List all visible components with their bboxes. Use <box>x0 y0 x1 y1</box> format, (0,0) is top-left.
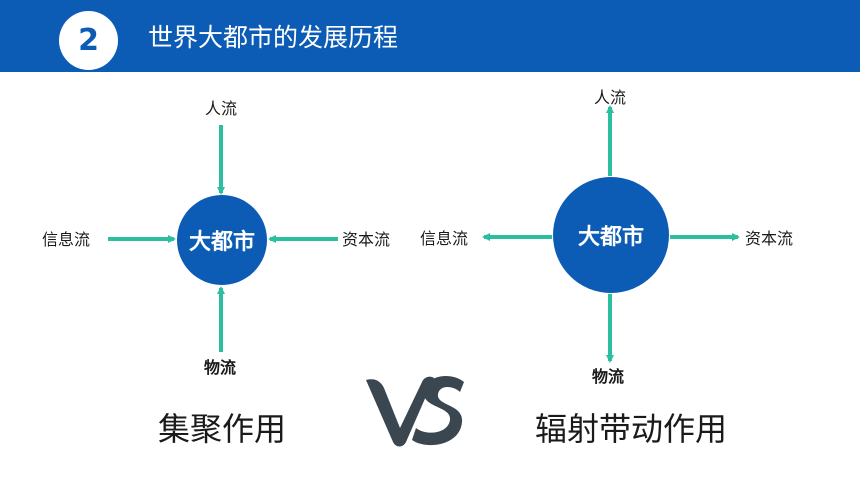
hub-right: 大都市 <box>553 177 669 293</box>
label-right-people-flow: 人流 <box>594 88 627 107</box>
section-number-badge: 2 <box>59 11 118 70</box>
page-title: 世界大都市的发展历程 <box>148 23 399 52</box>
caption-left: 集聚作用 <box>158 410 287 448</box>
label-right-capital-flow: 资本流 <box>745 229 794 248</box>
header-bar: 2 世界大都市的发展历程 <box>0 0 860 72</box>
vs-logo <box>366 376 464 447</box>
caption-right: 辐射带动作用 <box>535 410 728 448</box>
label-right-logistics-flow: 物流 <box>592 367 625 386</box>
label-right-info-flow: 信息流 <box>420 229 469 248</box>
label-left-people-flow: 人流 <box>205 99 238 118</box>
label-left-info-flow: 信息流 <box>42 230 91 249</box>
label-left-logistics-flow: 物流 <box>204 358 237 377</box>
label-left-capital-flow: 资本流 <box>342 230 391 249</box>
hub-left: 大都市 <box>177 195 267 285</box>
